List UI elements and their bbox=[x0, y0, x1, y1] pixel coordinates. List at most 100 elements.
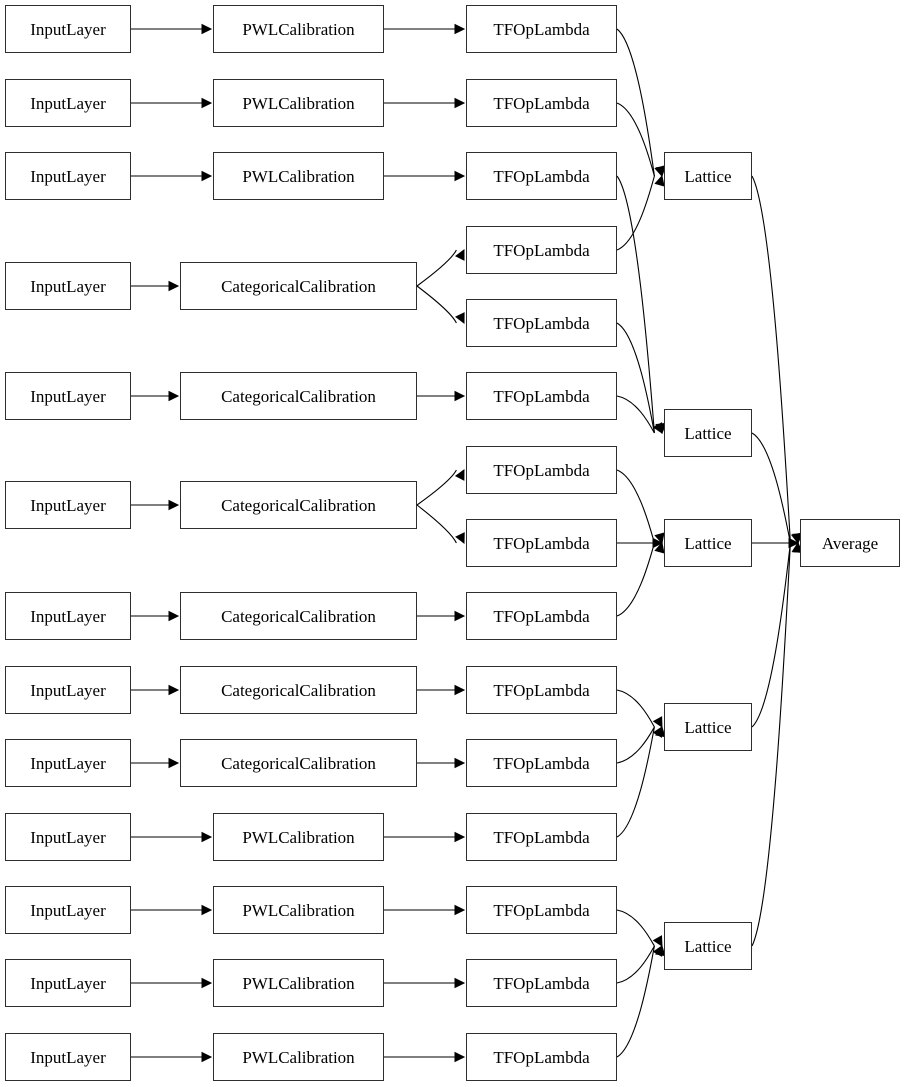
graph-edge-op13-to-lat5 bbox=[616, 909, 655, 947]
graph-edge-op6-to-lat2 bbox=[616, 395, 655, 434]
graph-edge-arrowhead bbox=[654, 541, 665, 554]
graph-node-label: InputLayer bbox=[30, 680, 106, 700]
graph-node-label: CategoricalCalibration bbox=[221, 276, 376, 296]
graph-node-in9[interactable]: InputLayer bbox=[5, 739, 131, 787]
graph-node-cal6[interactable]: CategoricalCalibration bbox=[180, 481, 417, 529]
graph-node-label: InputLayer bbox=[30, 827, 106, 847]
graph-edge-arrowhead bbox=[455, 532, 465, 545]
graph-edge-arrowhead bbox=[454, 831, 466, 843]
graph-node-cal7[interactable]: CategoricalCalibration bbox=[180, 592, 417, 640]
graph-node-label: Lattice bbox=[684, 166, 732, 186]
graph-edge-arrowhead bbox=[652, 422, 663, 434]
graph-node-label: InputLayer bbox=[30, 93, 106, 113]
graph-node-cal1[interactable]: PWLCalibration bbox=[213, 5, 384, 53]
graph-node-label: TFOpLambda bbox=[493, 533, 590, 553]
graph-node-op13[interactable]: TFOpLambda bbox=[466, 886, 617, 934]
graph-node-label: TFOpLambda bbox=[493, 460, 590, 480]
graph-node-lat3[interactable]: Lattice bbox=[664, 519, 752, 567]
graph-node-in8[interactable]: InputLayer bbox=[5, 666, 131, 714]
graph-edge-arrowhead bbox=[455, 312, 465, 325]
graph-node-in3[interactable]: InputLayer bbox=[5, 152, 131, 200]
graph-edge-arrowhead bbox=[654, 174, 665, 187]
graph-edge-arrowhead bbox=[652, 935, 663, 947]
graph-node-label: InputLayer bbox=[30, 973, 106, 993]
graph-node-in11[interactable]: InputLayer bbox=[5, 886, 131, 934]
graph-node-lat4[interactable]: Lattice bbox=[664, 703, 752, 751]
graph-node-op2[interactable]: TFOpLambda bbox=[466, 79, 617, 127]
graph-node-op7[interactable]: TFOpLambda bbox=[466, 446, 617, 494]
graph-node-label: TFOpLambda bbox=[493, 606, 590, 626]
graph-edge-arrowhead bbox=[654, 532, 665, 545]
graph-node-cal10[interactable]: PWLCalibration bbox=[213, 813, 384, 861]
graph-edge-arrowhead bbox=[652, 716, 663, 728]
graph-node-label: PWLCalibration bbox=[242, 973, 355, 993]
graph-edge-arrowhead bbox=[455, 248, 465, 261]
graph-edge-op11-to-lat4 bbox=[616, 726, 655, 764]
graph-node-avg[interactable]: Average bbox=[800, 519, 900, 567]
graph-node-lat2[interactable]: Lattice bbox=[664, 409, 752, 457]
graph-edge-lat1-to-avg bbox=[751, 175, 791, 544]
graph-node-label: PWLCalibration bbox=[242, 827, 355, 847]
graph-edge-op9-to-lat3 bbox=[616, 542, 655, 617]
graph-node-label: TFOpLambda bbox=[493, 93, 590, 113]
graph-edge-arrowhead bbox=[654, 165, 665, 178]
graph-node-lat5[interactable]: Lattice bbox=[664, 922, 752, 970]
graph-node-lat1[interactable]: Lattice bbox=[664, 152, 752, 200]
graph-node-op10[interactable]: TFOpLambda bbox=[466, 666, 617, 714]
graph-edge-arrowhead bbox=[652, 537, 664, 549]
graph-node-in13[interactable]: InputLayer bbox=[5, 1033, 131, 1081]
graph-node-label: Lattice bbox=[684, 423, 732, 443]
graph-node-label: InputLayer bbox=[30, 495, 106, 515]
graph-edge-op4-to-lat1 bbox=[616, 175, 655, 251]
graph-node-label: CategoricalCalibration bbox=[221, 495, 376, 515]
graph-node-op4[interactable]: TFOpLambda bbox=[466, 226, 617, 274]
graph-node-op14[interactable]: TFOpLambda bbox=[466, 959, 617, 1007]
graph-node-in5[interactable]: InputLayer bbox=[5, 372, 131, 420]
graph-node-op8[interactable]: TFOpLambda bbox=[466, 519, 617, 567]
graph-edge-arrowhead bbox=[201, 977, 213, 989]
graph-edge-arrowhead bbox=[454, 23, 466, 35]
graph-node-label: TFOpLambda bbox=[493, 313, 590, 333]
graph-edge-arrowhead bbox=[168, 610, 180, 622]
graph-node-op15[interactable]: TFOpLambda bbox=[466, 1033, 617, 1081]
graph-edge-arrowhead bbox=[652, 945, 663, 957]
graph-node-cal9[interactable]: CategoricalCalibration bbox=[180, 739, 417, 787]
graph-node-in4[interactable]: InputLayer bbox=[5, 262, 131, 310]
graph-node-label: TFOpLambda bbox=[493, 827, 590, 847]
graph-node-cal11[interactable]: PWLCalibration bbox=[213, 886, 384, 934]
graph-node-op9[interactable]: TFOpLambda bbox=[466, 592, 617, 640]
graph-edge-arrowhead bbox=[454, 170, 466, 182]
graph-node-cal3[interactable]: PWLCalibration bbox=[213, 152, 384, 200]
graph-node-cal12[interactable]: PWLCalibration bbox=[213, 959, 384, 1007]
graph-node-cal5[interactable]: CategoricalCalibration bbox=[180, 372, 417, 420]
graph-node-op5[interactable]: TFOpLambda bbox=[466, 299, 617, 347]
graph-node-label: Average bbox=[821, 533, 879, 553]
graph-edge-arrowhead bbox=[201, 97, 213, 109]
graph-node-op11[interactable]: TFOpLambda bbox=[466, 739, 617, 787]
graph-node-op1[interactable]: TFOpLambda bbox=[466, 5, 617, 53]
graph-edge-arrowhead bbox=[454, 97, 466, 109]
graph-node-in6[interactable]: InputLayer bbox=[5, 481, 131, 529]
graph-node-label: TFOpLambda bbox=[493, 680, 590, 700]
graph-edge-cal6-to-op8 bbox=[416, 504, 457, 544]
graph-node-in10[interactable]: InputLayer bbox=[5, 813, 131, 861]
graph-node-in7[interactable]: InputLayer bbox=[5, 592, 131, 640]
graph-node-op3[interactable]: TFOpLambda bbox=[466, 152, 617, 200]
graph-node-op6[interactable]: TFOpLambda bbox=[466, 372, 617, 420]
graph-edge-op2-to-lat1 bbox=[616, 102, 655, 177]
graph-node-in1[interactable]: InputLayer bbox=[5, 5, 131, 53]
graph-node-label: InputLayer bbox=[30, 1047, 106, 1067]
graph-node-cal13[interactable]: PWLCalibration bbox=[213, 1033, 384, 1081]
graph-node-label: TFOpLambda bbox=[493, 973, 590, 993]
graph-node-cal2[interactable]: PWLCalibration bbox=[213, 79, 384, 127]
graph-node-cal4[interactable]: CategoricalCalibration bbox=[180, 262, 417, 310]
graph-edge-arrowhead bbox=[454, 904, 466, 916]
graph-node-label: TFOpLambda bbox=[493, 19, 590, 39]
graph-node-cal8[interactable]: CategoricalCalibration bbox=[180, 666, 417, 714]
graph-edge-arrowhead bbox=[454, 684, 466, 696]
graph-node-in12[interactable]: InputLayer bbox=[5, 959, 131, 1007]
graph-node-label: TFOpLambda bbox=[493, 386, 590, 406]
graph-node-in2[interactable]: InputLayer bbox=[5, 79, 131, 127]
graph-node-op12[interactable]: TFOpLambda bbox=[466, 813, 617, 861]
graph-edge-arrowhead bbox=[168, 757, 180, 769]
